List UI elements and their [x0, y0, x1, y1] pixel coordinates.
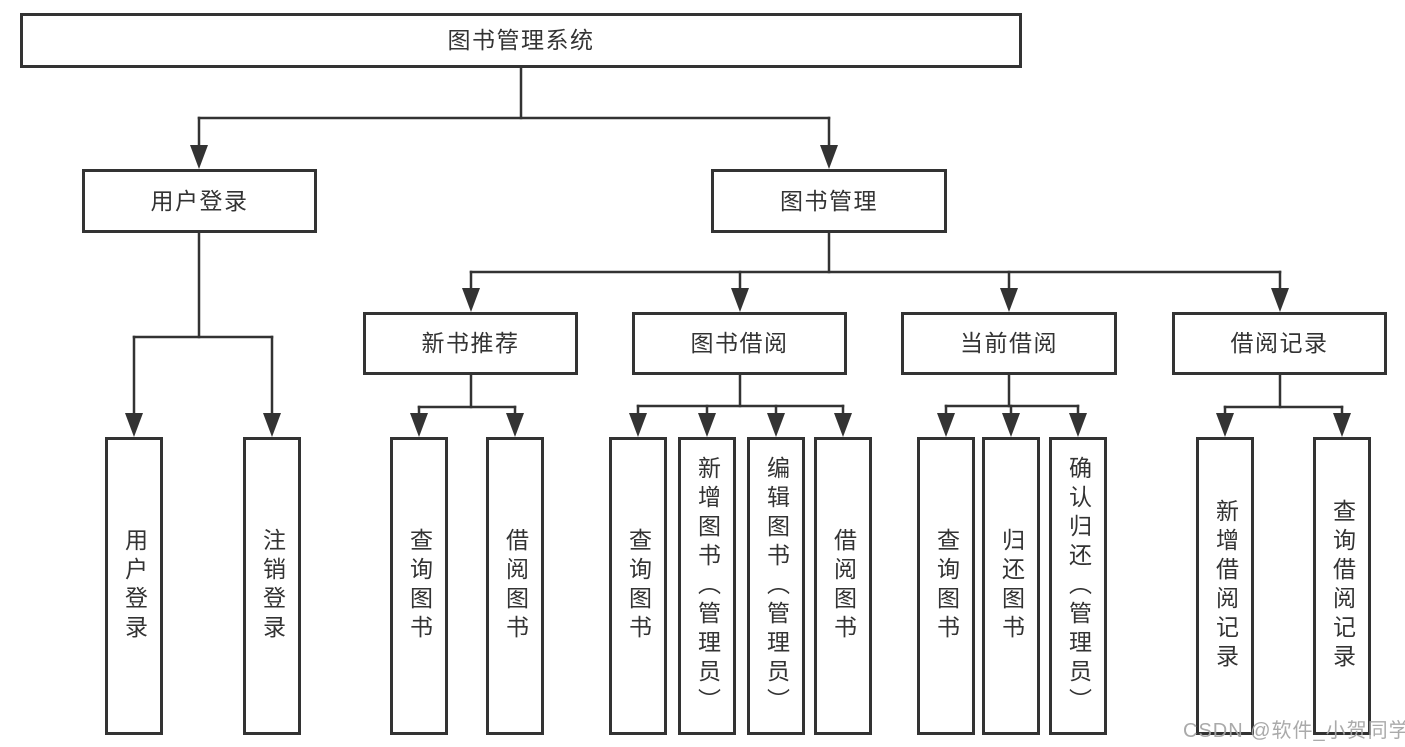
- node-user-login: 用户登录: [82, 169, 317, 233]
- leaf-logout: 注销登录: [243, 437, 301, 735]
- node-book-borrow: 图书借阅: [632, 312, 847, 375]
- node-borrow-records: 借阅记录: [1172, 312, 1387, 375]
- leaf-query-books-borrow: 查询图书: [609, 437, 667, 735]
- leaf-query-books-current: 查询图书: [917, 437, 975, 735]
- leaf-add-books-admin: 新增图书（管理员）: [678, 437, 736, 735]
- node-library-management-system: 图书管理系统: [20, 13, 1022, 68]
- leaf-add-borrow-record: 新增借阅记录: [1196, 437, 1254, 735]
- leaf-query-borrow-record: 查询借阅记录: [1313, 437, 1371, 735]
- leaf-confirm-return-admin: 确认归还（管理员）: [1049, 437, 1107, 735]
- leaf-borrow-books: 借阅图书: [814, 437, 872, 735]
- leaf-borrow-books-recommend: 借阅图书: [486, 437, 544, 735]
- node-current-borrow: 当前借阅: [901, 312, 1117, 375]
- leaf-user-login: 用户登录: [105, 437, 163, 735]
- node-new-book-recommend: 新书推荐: [363, 312, 578, 375]
- leaf-edit-books-admin: 编辑图书（管理员）: [747, 437, 805, 735]
- leaf-return-books: 归还图书: [982, 437, 1040, 735]
- leaf-query-books-recommend: 查询图书: [390, 437, 448, 735]
- node-book-management: 图书管理: [711, 169, 947, 233]
- csdn-watermark: CSDN @软件_小贺同学: [1183, 720, 1405, 742]
